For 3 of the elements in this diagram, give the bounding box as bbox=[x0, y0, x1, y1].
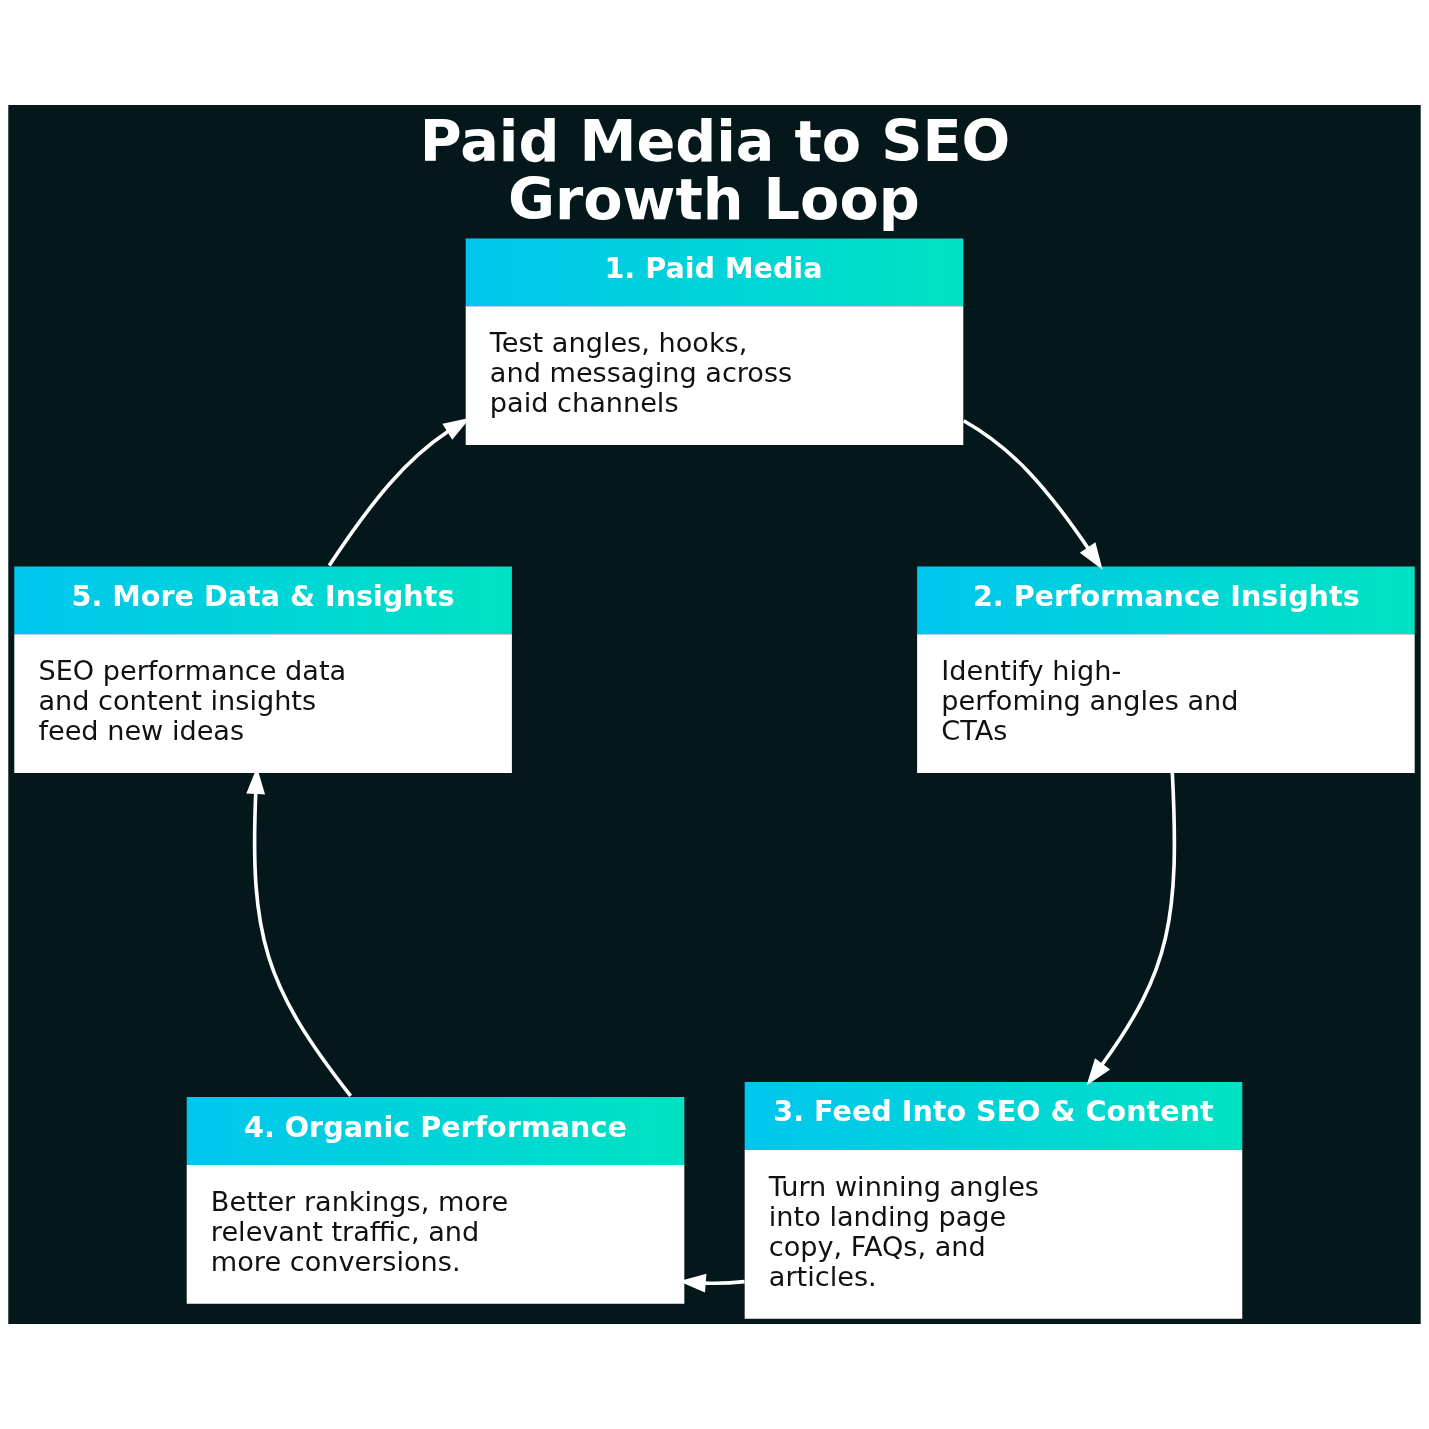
diagram-title: Paid Media to SEO Growth Loop bbox=[419, 108, 1011, 233]
arrow bbox=[1086, 772, 1177, 1086]
arrow bbox=[962, 419, 1103, 570]
